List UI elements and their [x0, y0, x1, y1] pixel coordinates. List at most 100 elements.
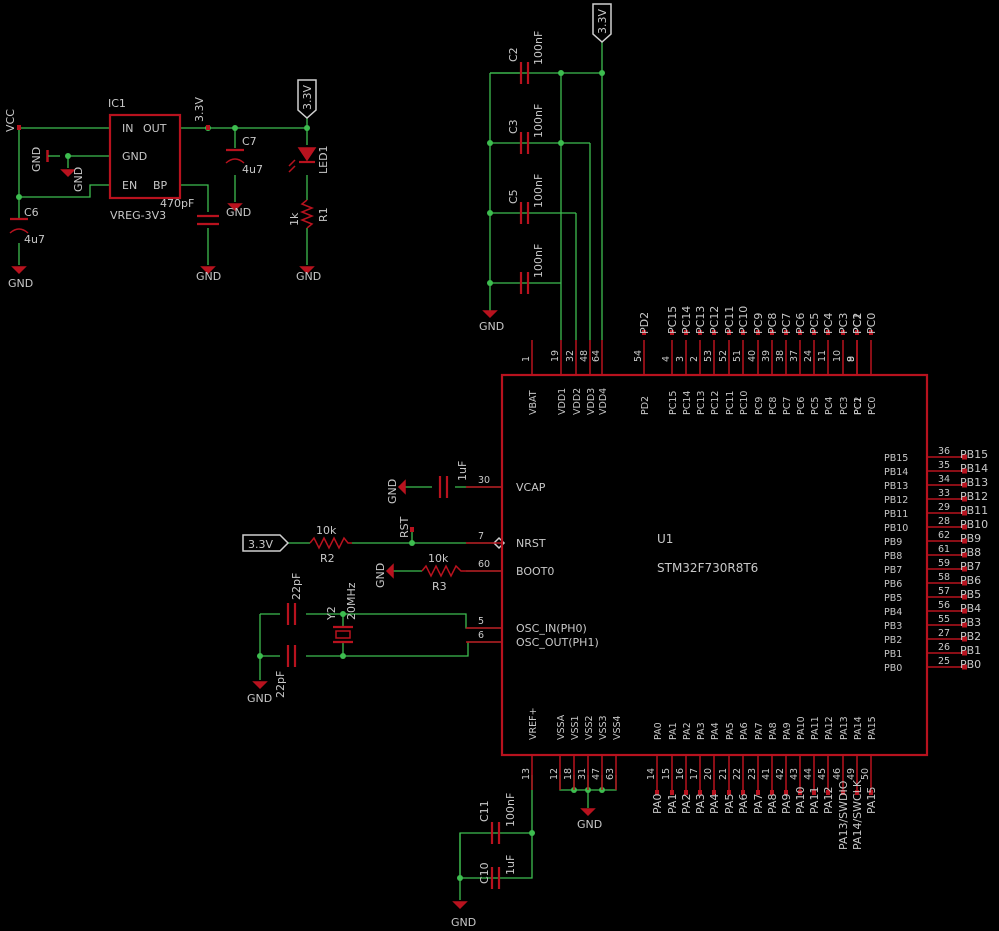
svg-text:U1: U1 [657, 532, 673, 546]
mcu-pin-number: 33 [938, 488, 950, 499]
mcu-pin-number: 37 [789, 350, 800, 362]
mcu-pin-name: PC3 [839, 397, 850, 415]
gnd-symbol: GND [374, 563, 394, 588]
svg-text:10k: 10k [316, 524, 337, 537]
mcu-pin-number: 32 [565, 350, 576, 362]
crystal-y2: Y2 20MHz [325, 582, 358, 644]
mcu-pin-number: 11 [817, 350, 828, 362]
mcu-pin-number: 64 [591, 350, 602, 362]
led-led1: LED1 [288, 145, 330, 174]
mcu-pin-number: 13 [521, 768, 532, 780]
mcu-pin-number: 62 [938, 530, 950, 541]
mcu-pin-number: 39 [761, 350, 772, 362]
mcu-pin-number: 51 [732, 350, 743, 362]
mcu-pin-number: 19 [550, 350, 561, 362]
mcu-pin-name: PA9 [782, 722, 793, 740]
net-label: PC3 [837, 313, 850, 334]
svg-text:GND: GND [8, 277, 33, 290]
svg-text:100nF: 100nF [532, 104, 545, 138]
mcu-pin-name: VSS2 [584, 715, 595, 740]
mcu-pin-number: 9 [846, 356, 857, 362]
mcu-pin-name: VSS3 [598, 715, 609, 740]
mcu-pin-name: VDD3 [586, 388, 597, 415]
mcu-pin-number: 15 [661, 768, 672, 780]
net-label: PC6 [794, 313, 807, 334]
mcu-pin-name: PC10 [739, 391, 750, 415]
mcu-pin-name: PC8 [768, 397, 779, 415]
svg-text:C5: C5 [507, 189, 520, 204]
capacitor-c3: C3 100nF [507, 104, 545, 154]
mcu-pin-number: 43 [789, 768, 800, 780]
mcu-pin-name: VDD4 [598, 388, 609, 415]
mcu-pin-name: PB8 [884, 551, 902, 562]
mcu-pin-number: 35 [938, 460, 950, 471]
net-label: PA11 [808, 787, 821, 814]
mcu-pin-name: PA12 [824, 716, 835, 740]
svg-text:GND: GND [72, 167, 85, 192]
mcu-pin-name: PB11 [884, 509, 908, 520]
mcu-pin-number: 34 [938, 474, 950, 485]
mcu-pin-number: 63 [605, 768, 616, 780]
svg-text:GND: GND [30, 147, 43, 172]
svg-text:22pF: 22pF [290, 573, 303, 600]
svg-text:GND: GND [196, 270, 221, 283]
net-label: PA12 [822, 787, 835, 814]
svg-text:3.3V: 3.3V [596, 9, 609, 34]
net-label: PC12 [708, 306, 721, 334]
svg-text:10k: 10k [428, 552, 449, 565]
mcu-pin-number: 1 [521, 356, 532, 362]
svg-text:4u7: 4u7 [24, 233, 45, 246]
mcu-pin-name: PC15 [668, 391, 679, 415]
mcu-pin-number: 6 [478, 630, 484, 641]
mcu-pins: VBAT1VDD119VDD232VDD348VDD464PD254PD2PC1… [466, 306, 988, 850]
net-label: PA8 [766, 794, 779, 814]
net-label: PC9 [752, 313, 765, 334]
svg-text:GND: GND [374, 563, 387, 588]
mcu-pin-number: 42 [775, 768, 786, 780]
mcu-pin-name: PC11 [725, 391, 736, 415]
net-label: PC0 [865, 313, 878, 334]
svg-text:C10: C10 [478, 862, 491, 884]
net-label: PA3 [694, 794, 707, 814]
net-label: PB10 [960, 518, 988, 531]
capacitor-c7: C7 4u7 [225, 135, 263, 176]
capacitor-c4: 100nF [519, 244, 545, 294]
net-label: PB1 [960, 644, 981, 657]
regulator-ic1: IC1 VREG-3V3 IN OUT GND EN BP [108, 97, 182, 222]
net-label: PC1 [851, 313, 864, 334]
net-label: PA0 [651, 794, 664, 814]
mcu-pin-number: 8 [846, 356, 857, 362]
mcu-pin-number: 46 [832, 768, 843, 780]
svg-text:STM32F730R8T6: STM32F730R8T6 [657, 561, 758, 575]
net-label: PB13 [960, 476, 988, 489]
svg-text:20MHz: 20MHz [345, 582, 358, 620]
net-label: PC14 [680, 306, 693, 334]
svg-text:GND: GND [479, 320, 504, 333]
net-label: PB0 [960, 658, 981, 671]
svg-text:R2: R2 [320, 552, 335, 565]
gnd-symbol: GND [451, 901, 476, 929]
net-label: PA9 [780, 794, 793, 814]
net-label: PA2 [680, 794, 693, 814]
net-label: PB11 [960, 504, 988, 517]
mcu-pin-name: PA1 [668, 722, 679, 740]
mcu-pin-name: PC13 [696, 391, 707, 415]
net-label: PA6 [737, 794, 750, 814]
